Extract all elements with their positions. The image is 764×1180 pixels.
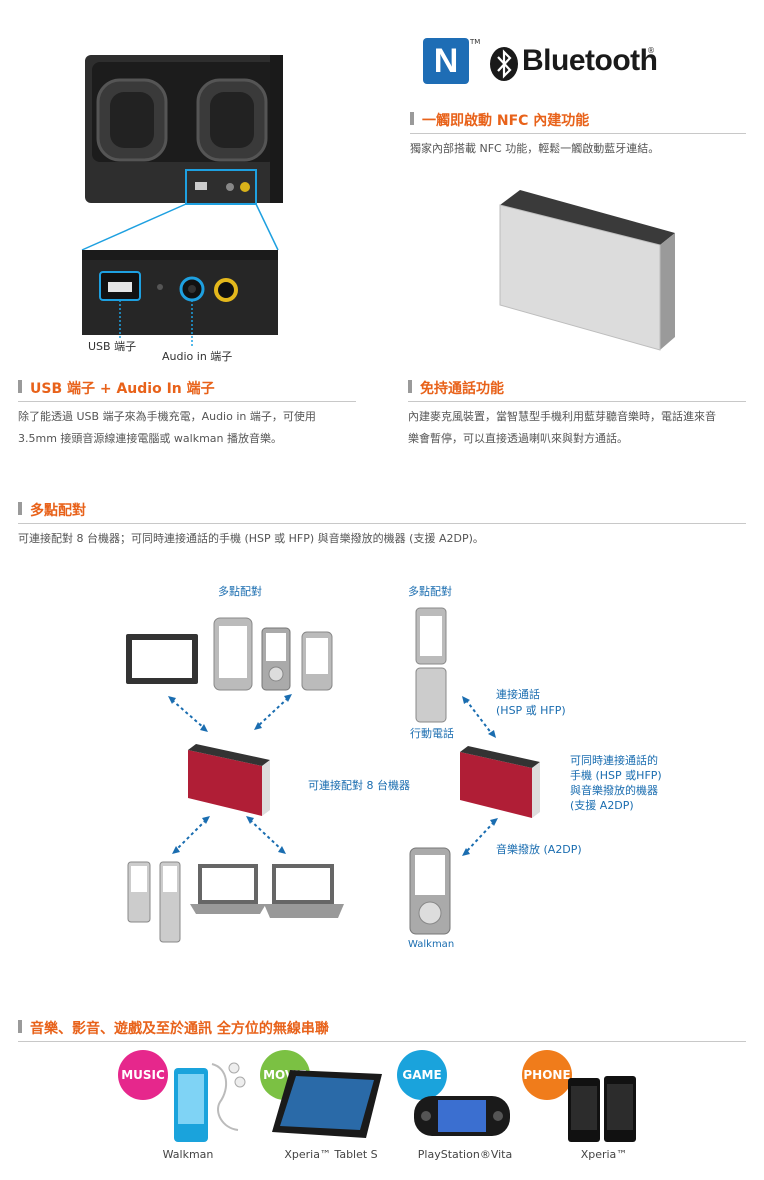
game-badge: GAME (397, 1050, 447, 1100)
usb-text-1: 除了能透過 USB 端子來為手機充電，Audio in 端子，可使用 (18, 410, 316, 423)
multipoint-diagram (126, 607, 540, 943)
diagram-call-label-2: (HSP 或 HFP) (496, 704, 566, 717)
diagram-both-label-2: 手機 (HSP 或HFP) (570, 769, 662, 782)
diagram-both-label-3: 與音樂撥放的機器 (570, 784, 658, 797)
bluetooth-wordmark: Bluetooth (522, 44, 658, 77)
usb-rule (18, 401, 356, 402)
wireless-rule (18, 1041, 746, 1042)
multipoint-text: 可連接配對 8 台機器；可同時連接通話的手機 (HSP 或 HFP) 與音樂撥放… (18, 532, 484, 545)
wireless-title: 音樂、影音、遊戲及至於通訊 全方位的無線串聯 (18, 1018, 329, 1038)
nfc-mark: N (433, 41, 459, 80)
diagram-both-label-1: 可同時連接通話的 (570, 754, 658, 767)
handsfree-rule (408, 401, 746, 402)
nfc-rule (410, 133, 746, 134)
tablet-device-icon (272, 1070, 382, 1138)
diagram-call-label-1: 連接通話 (496, 688, 540, 701)
nfc-logo: N (423, 38, 469, 84)
usb-text-2: 3.5mm 接頭音源線連接電腦或 walkman 播放音樂。 (18, 432, 283, 445)
usb-port-label: USB 端子 (88, 340, 137, 353)
nfc-text: 獨家內部搭載 NFC 功能，輕鬆一觸啟動藍牙連結。 (410, 142, 660, 155)
nfc-tm: TM (470, 38, 481, 46)
usb-title: USB 端子 + Audio In 端子 (18, 378, 215, 398)
audio-port-label: Audio in 端子 (162, 350, 233, 363)
multipoint-title: 多點配對 (18, 500, 86, 520)
game-caption: PlayStation®Vita (417, 1148, 513, 1161)
handsfree-text-2: 樂會暫停，可以直接透過喇叭來與對方通話。 (408, 432, 628, 445)
diagram-mobile-label: 行動電話 (410, 727, 454, 740)
phone-badge: PHONE (522, 1050, 572, 1100)
movie-caption: Xperia™ Tablet S (284, 1148, 378, 1161)
speaker-back-illustration (81, 55, 283, 348)
handsfree-title: 免持通話功能 (408, 378, 504, 398)
diagram-center-label: 可連接配對 8 台機器 (308, 779, 410, 792)
xperia-phones-icon (568, 1076, 636, 1142)
multipoint-rule (18, 523, 746, 524)
speaker-silver-illustration (499, 190, 675, 351)
diagram-right-label: 多點配對 (408, 585, 452, 598)
diagram-both-label-4: (支援 A2DP) (570, 799, 634, 812)
diagram-music-label: 音樂撥放 (A2DP) (496, 843, 582, 856)
vita-device-icon (414, 1096, 510, 1136)
phone-caption: Xperia™ (580, 1148, 628, 1161)
music-badge: MUSIC (118, 1050, 168, 1100)
music-caption: Walkman (162, 1148, 214, 1161)
diagram-left-label: 多點配對 (218, 585, 262, 598)
bluetooth-reg: ® (647, 46, 655, 55)
handsfree-text-1: 內建麥克風裝置，當智慧型手機利用藍芽聽音樂時，電話進來音 (408, 410, 716, 423)
nfc-title: 一觸即啟動 NFC 內建功能 (410, 110, 589, 130)
diagram-walkman-label: Walkman (408, 939, 455, 950)
walkman-device-icon (174, 1062, 246, 1142)
bluetooth-icon (490, 47, 518, 81)
